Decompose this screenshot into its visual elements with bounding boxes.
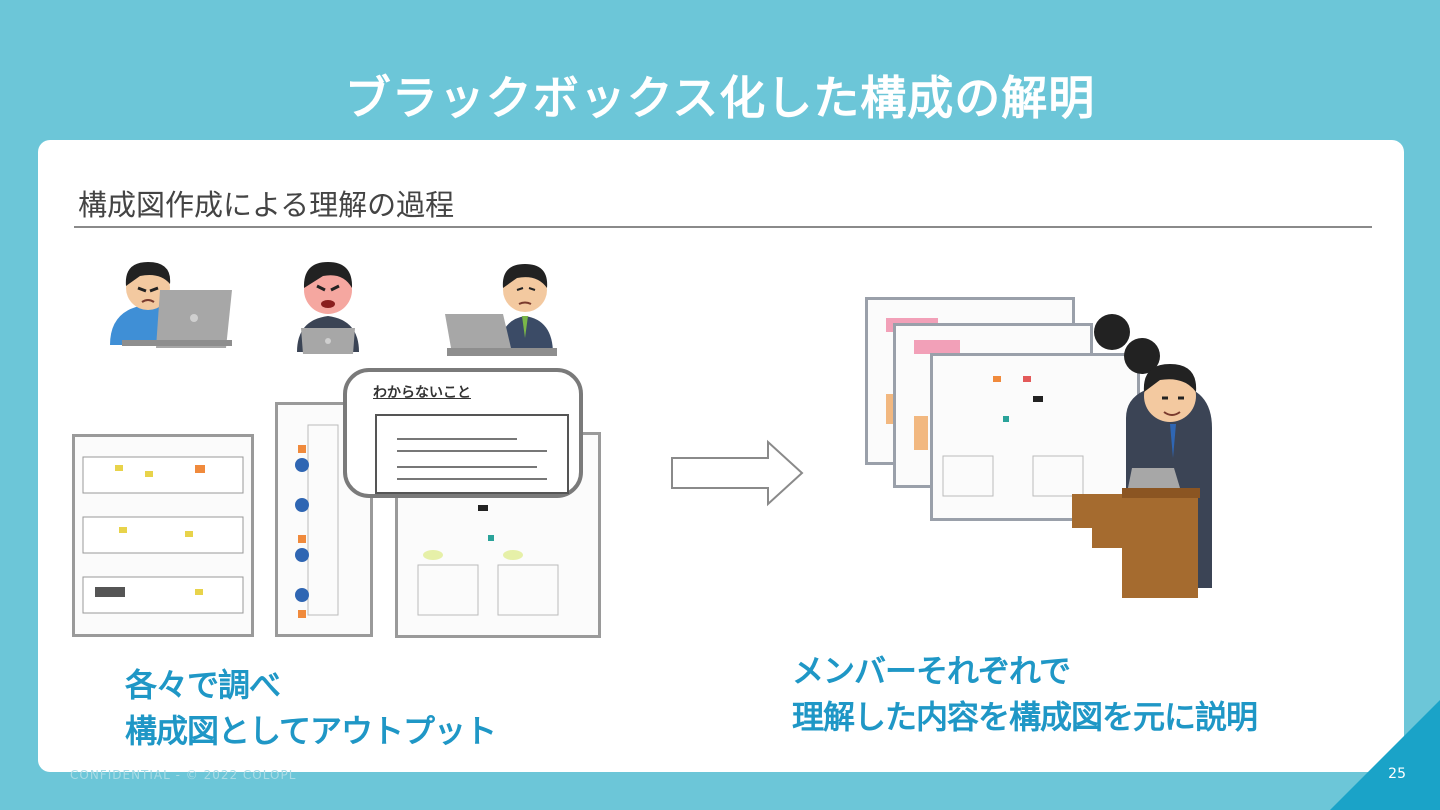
presenters-podium-illustration — [1072, 314, 1212, 598]
footer-confidential: CONFIDENTIAL - © 2022 COLOPL — [70, 768, 297, 782]
presentation-slide-3 — [930, 353, 1140, 521]
section-divider — [74, 226, 1372, 228]
note-line — [397, 438, 517, 440]
left-caption-line2: 構成図としてアウトプット — [125, 712, 497, 750]
right-caption-line2: 理解した内容を構成図を元に説明 — [792, 698, 1258, 736]
slide-title: ブラックボックス化した構成の解明 — [344, 71, 1096, 125]
person-worried-illustration — [445, 264, 557, 356]
note-line — [397, 478, 547, 480]
diagram-document-1 — [72, 434, 254, 637]
left-caption-line1: 各々で調べ — [125, 666, 281, 704]
note-line — [397, 450, 547, 452]
section-title: 構成図作成による理解の過程 — [78, 188, 455, 222]
right-arrow-icon — [671, 439, 804, 507]
speech-bubble: わからないこと — [343, 368, 583, 498]
page-number: 25 — [1388, 766, 1406, 782]
right-caption-line1: メンバーそれぞれで — [792, 652, 1071, 690]
right-caption: メンバーそれぞれで 理解した内容を構成図を元に説明 — [792, 648, 1258, 740]
person-laptop-illustration-1 — [110, 262, 232, 348]
left-caption: 各々で調べ 構成図としてアウトプット — [125, 662, 497, 754]
content-panel: 構成図作成による理解の過程 — [38, 140, 1404, 772]
bubble-title: わからないこと — [373, 385, 471, 401]
person-angry-illustration — [297, 262, 359, 354]
note-line — [397, 466, 537, 468]
corner-decoration — [1330, 700, 1440, 810]
bubble-note-box — [375, 414, 569, 494]
